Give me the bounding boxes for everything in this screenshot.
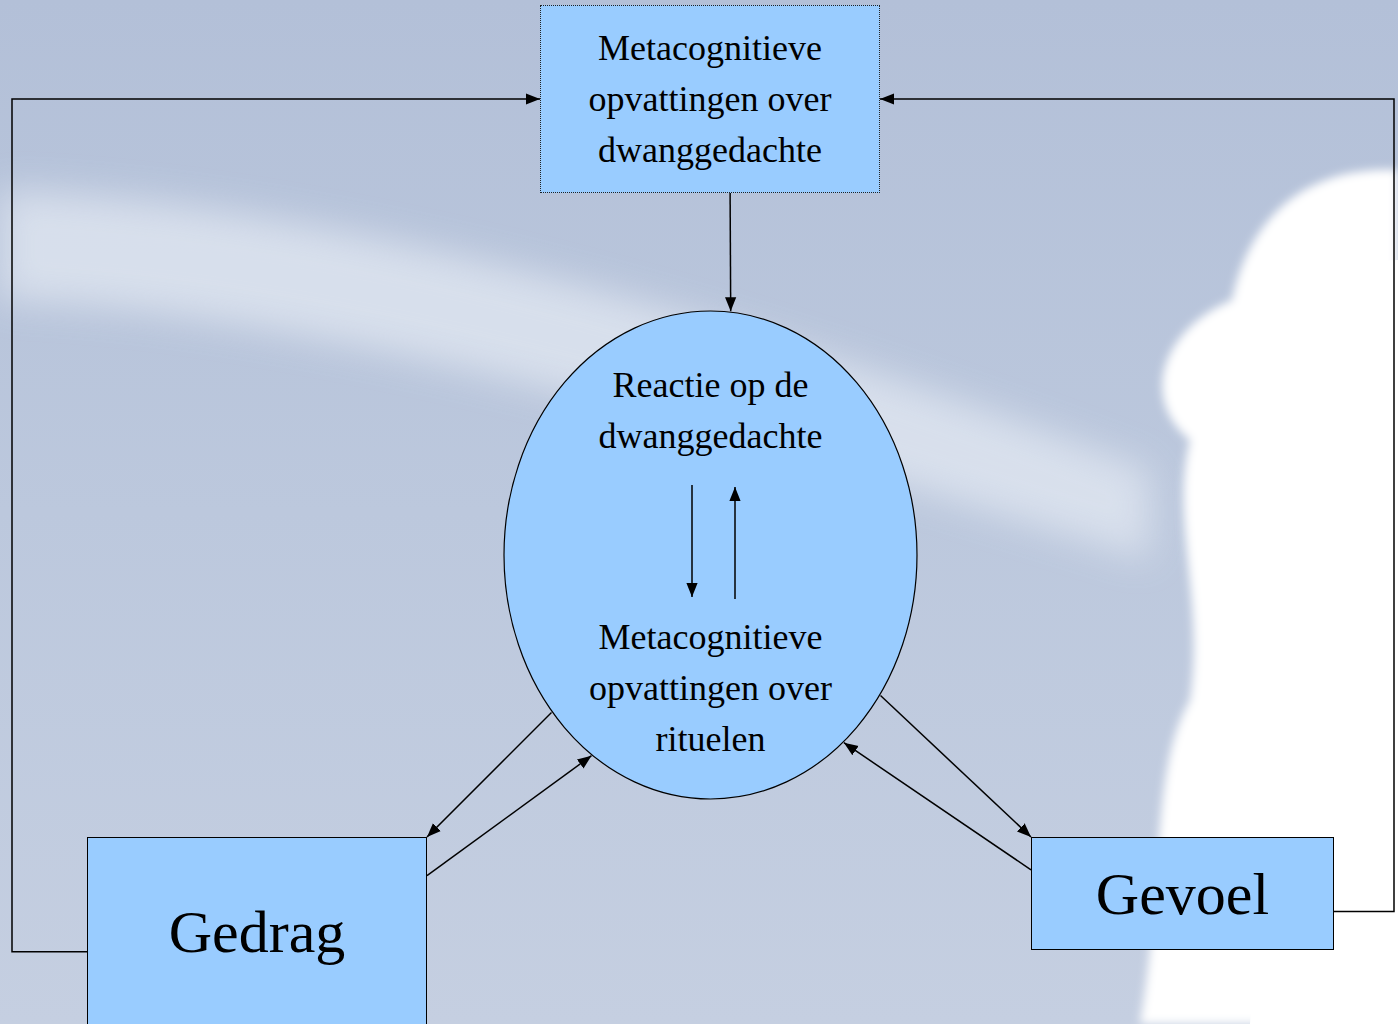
feeling-box: Gevoel [1031,837,1334,950]
reaction-ellipse: Reactie op de dwanggedachteMetacognitiev… [503,310,918,800]
box-label: Metacognitieve opvattingen over dwangged… [554,23,866,176]
flow-arrow [880,99,1394,912]
ellipse-text: Metacognitieve opvattingen over rituelen [577,612,845,765]
flow-arrow [881,696,1032,838]
behaviour-box: Gedrag [87,837,427,1024]
flow-arrow [729,193,731,311]
flow-arrow [427,713,552,838]
metacognition-box: Metacognitieve opvattingen over dwangged… [540,5,880,193]
flow-arrow [427,756,592,876]
flow-arrow [12,99,540,952]
box-label: Gevoel [1096,859,1269,929]
flow-arrow [844,743,1031,870]
ellipse-text: Reactie op de dwanggedachte [561,360,861,462]
box-label: Gedrag [169,897,346,967]
